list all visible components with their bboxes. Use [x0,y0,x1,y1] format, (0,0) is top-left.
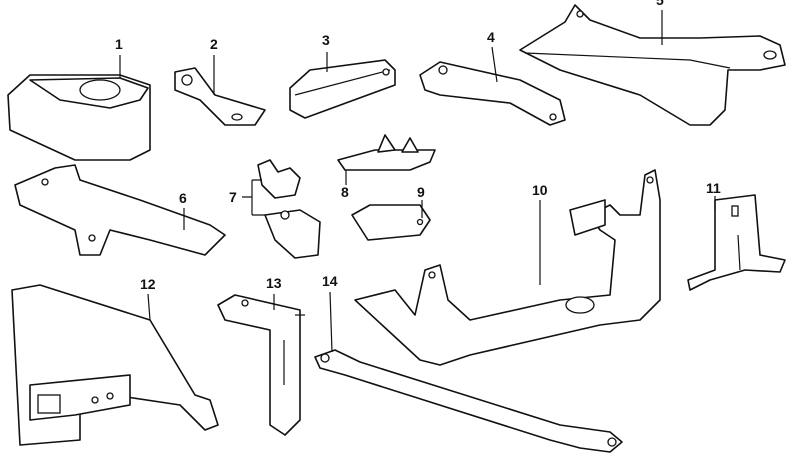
part-9-bracket [351,200,431,241]
part-2-bracket [174,55,266,126]
part-8-bracket [337,134,436,185]
part-label-7: 7 [229,189,237,205]
part-label-3: 3 [322,32,330,48]
part-label-10: 10 [532,182,548,198]
part-label-8: 8 [341,184,349,200]
part-label-6: 6 [179,190,187,206]
part-12-bracket [11,284,219,446]
part-5-bracket [519,4,786,126]
part-11-bracket [687,194,786,291]
part-label-2: 2 [210,36,218,52]
part-label-1: 1 [115,36,123,52]
part-label-5: 5 [656,0,664,8]
part-10-crossmember [354,169,661,366]
part-13-bracket [217,294,305,436]
part-4-bracket [419,46,566,126]
part-label-13: 13 [266,275,282,291]
part-14-ground-strap [314,291,623,453]
part-3-bracket [289,52,396,119]
part-label-11: 11 [706,180,721,196]
part-label-14: 14 [322,273,338,289]
part-label-4: 4 [487,29,495,45]
part-label-9: 9 [417,184,425,200]
part-7-clips [242,159,321,259]
part-1-bracket [7,55,151,191]
part-6-bracket [14,164,226,256]
part-label-12: 12 [140,276,156,292]
